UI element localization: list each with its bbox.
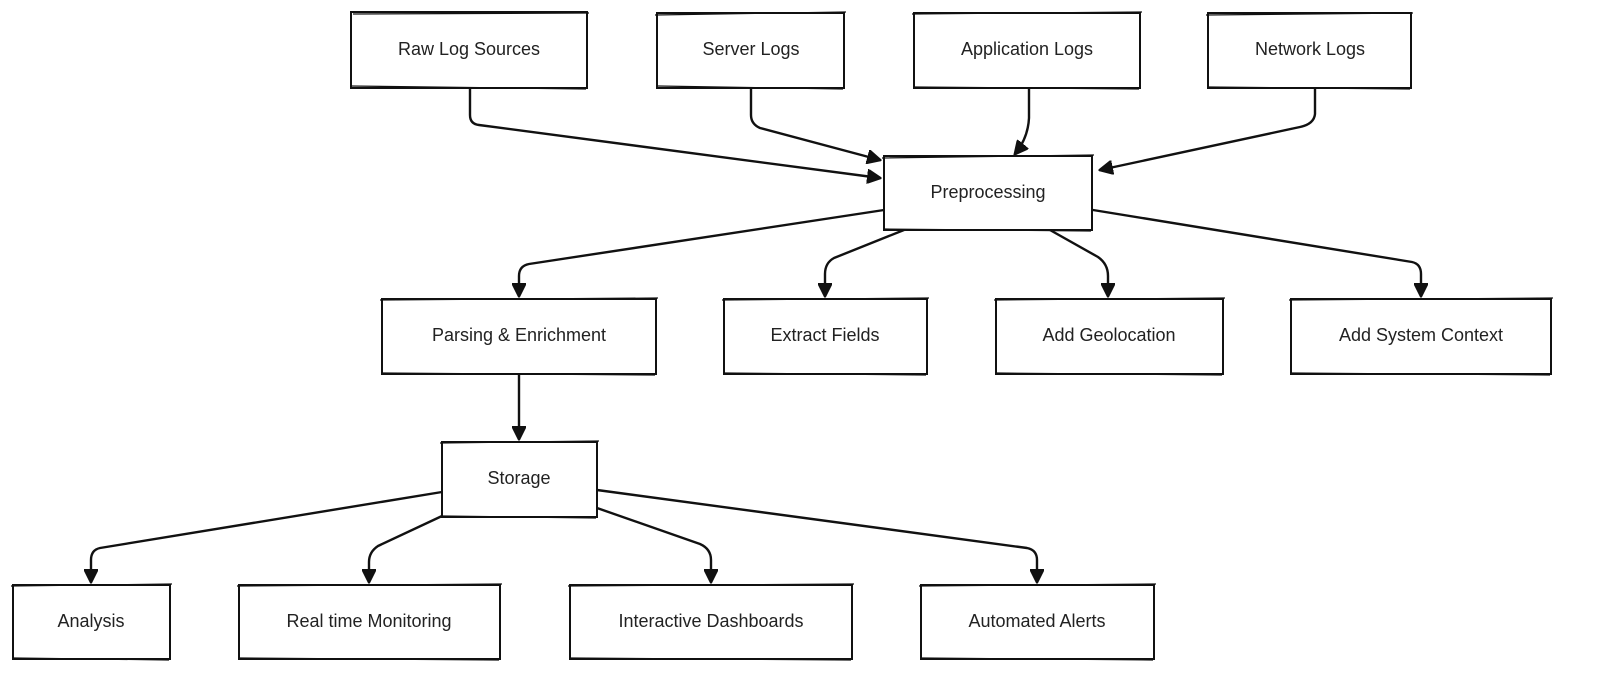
node-storage: Storage xyxy=(439,440,600,519)
edge-storage-to-monitoring xyxy=(369,514,444,582)
node-label: Automated Alerts xyxy=(968,611,1105,631)
node-preprocessing: Preprocessing xyxy=(881,154,1095,232)
edge-preprocessing-to-context xyxy=(1091,208,1421,296)
node-label: Add Geolocation xyxy=(1042,325,1175,345)
node-extract-fields: Extract Fields xyxy=(721,297,930,376)
edge-server-to-preprocessing xyxy=(749,86,880,160)
node-real-time-monitoring: Real time Monitoring xyxy=(236,583,503,661)
node-label: Storage xyxy=(487,468,550,488)
edge-storage-to-dashboards xyxy=(595,506,711,582)
edge-storage-to-alerts xyxy=(595,488,1037,582)
node-label: Raw Log Sources xyxy=(398,39,540,59)
node-label: Real time Monitoring xyxy=(286,611,451,631)
node-label: Preprocessing xyxy=(930,182,1045,202)
edge-preprocessing-to-extract xyxy=(825,228,906,296)
nodes: Raw Log Sources Server Logs Application … xyxy=(10,11,1554,661)
edges xyxy=(91,86,1421,582)
edge-app-to-preprocessing xyxy=(1015,86,1031,154)
node-add-geolocation: Add Geolocation xyxy=(993,297,1226,376)
node-network-logs: Network Logs xyxy=(1205,12,1414,90)
node-label: Analysis xyxy=(57,611,124,631)
edge-raw-to-preprocessing xyxy=(468,86,880,178)
node-label: Server Logs xyxy=(702,39,799,59)
node-label: Interactive Dashboards xyxy=(618,611,803,631)
edge-preprocessing-to-parsing xyxy=(519,208,886,296)
edge-preprocessing-to-geolocation xyxy=(1048,228,1108,296)
node-label: Parsing & Enrichment xyxy=(432,325,606,345)
node-label: Add System Context xyxy=(1339,325,1503,345)
node-label: Application Logs xyxy=(961,39,1093,59)
edge-network-to-preprocessing xyxy=(1100,86,1317,170)
node-label: Extract Fields xyxy=(770,325,879,345)
node-raw-log-sources: Raw Log Sources xyxy=(349,11,590,90)
node-analysis: Analysis xyxy=(10,583,173,661)
node-server-logs: Server Logs xyxy=(654,11,847,90)
node-label: Network Logs xyxy=(1255,39,1365,59)
node-application-logs: Application Logs xyxy=(911,11,1143,90)
node-automated-alerts: Automated Alerts xyxy=(918,583,1157,661)
node-parsing-enrichment: Parsing & Enrichment xyxy=(379,297,659,376)
node-add-system-context: Add System Context xyxy=(1288,297,1554,376)
node-interactive-dashboards: Interactive Dashboards xyxy=(567,583,855,661)
edge-storage-to-analysis xyxy=(91,490,444,582)
